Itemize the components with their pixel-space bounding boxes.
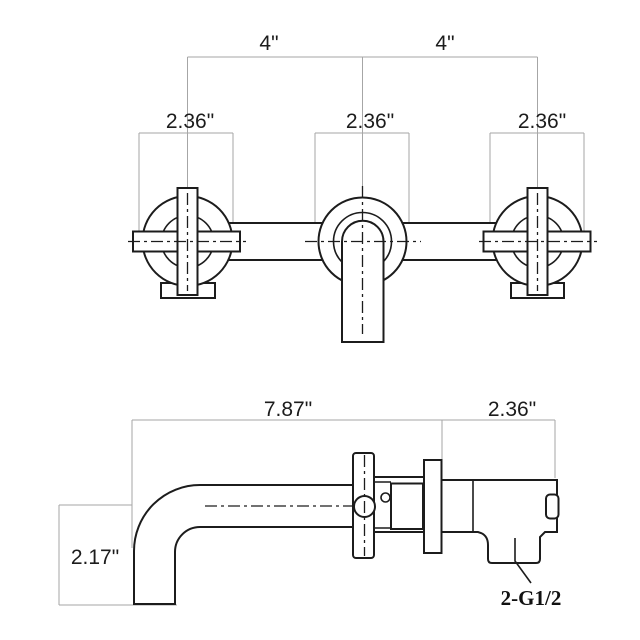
spout-side-view xyxy=(133,484,354,605)
set-screw xyxy=(380,492,391,503)
cartridge-box xyxy=(390,482,424,530)
side-view-fixture xyxy=(133,452,560,605)
side-view-dimension-lines xyxy=(58,419,556,606)
dim-label-escutcheon-left: 2.36" xyxy=(166,110,214,133)
dim-label-escutcheon-center: 2.36" xyxy=(346,110,394,133)
dim-label-wall-plate-depth: 2.36" xyxy=(488,398,536,421)
front-view-fixture xyxy=(132,187,592,343)
thread-spec-label: 2-G1/2 xyxy=(501,586,562,610)
front-view-centerlines xyxy=(128,186,597,334)
thread-leader-line xyxy=(514,538,532,584)
valve-body xyxy=(440,479,558,564)
outlet-connector xyxy=(545,493,560,520)
dim-label-spout-reach: 7.87" xyxy=(264,398,312,421)
dim-label-spacing-left: 4" xyxy=(259,32,278,55)
dim-label-spout-drop: 2.17" xyxy=(71,546,119,569)
dim-label-spacing-right: 4" xyxy=(435,32,454,55)
dim-label-escutcheon-right: 2.36" xyxy=(518,110,566,133)
wall-flange xyxy=(423,459,443,554)
front-view-dimension-lines xyxy=(138,56,585,236)
